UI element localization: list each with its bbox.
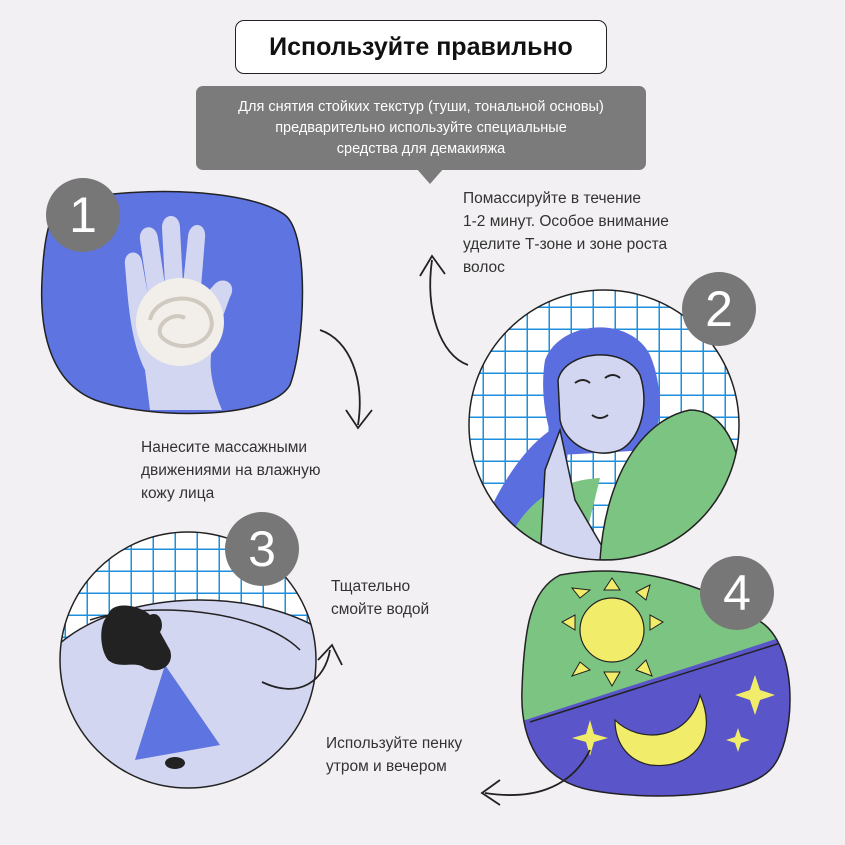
step-2-line-1: Помассируйте в течение [463,190,642,207]
step-4-caption: Используйте пенку утром и вечером [326,732,462,778]
step-4-badge: 4 [700,556,774,630]
step-1-caption: Нанесите массажными движениями на влажну… [141,436,321,505]
step1-illustration [40,190,304,415]
tip-box: Для снятия стойких текстур (туши, тональ… [196,86,646,170]
tip-pointer [416,168,444,184]
flow-arrows [261,254,591,806]
step-1-line-3: кожу лица [141,485,215,502]
tip-line-3: средства для демакияжа [336,140,506,157]
arrow-2-to-caption [429,259,469,366]
step-1-badge: 1 [46,178,120,252]
step-3-line-1: Тщательно [331,578,411,595]
step-3-badge: 3 [225,512,299,586]
step-2-line-2: 1-2 минут. Особое внимание [463,213,669,230]
step-1-line-1: Нанесите массажными [141,439,308,456]
arrow-1-to-caption [319,329,361,426]
arrow-3-to-caption [261,649,331,690]
step-2-caption: Помассируйте в течение 1-2 минут. Особое… [463,187,669,279]
arrow-4-to-caption [484,749,591,796]
step-2-badge: 2 [682,272,756,346]
step-4-line-2: утром и вечером [326,758,447,775]
page-title: Используйте правильно [235,20,607,74]
tip-line-1: Для снятия стойких текстур (туши, тональ… [238,98,604,115]
step-2-line-4: волос [463,259,505,276]
step-3-line-2: смойте водой [331,601,430,618]
step-2-line-3: уделите Т-зоне и зоне роста [463,236,668,253]
step-4-line-1: Используйте пенку [326,735,463,752]
tip-line-2: предварительно используйте специальные [275,119,567,136]
step-1-line-2: движениями на влажную [141,462,321,479]
step-3-caption: Тщательно смойте водой [331,575,429,621]
